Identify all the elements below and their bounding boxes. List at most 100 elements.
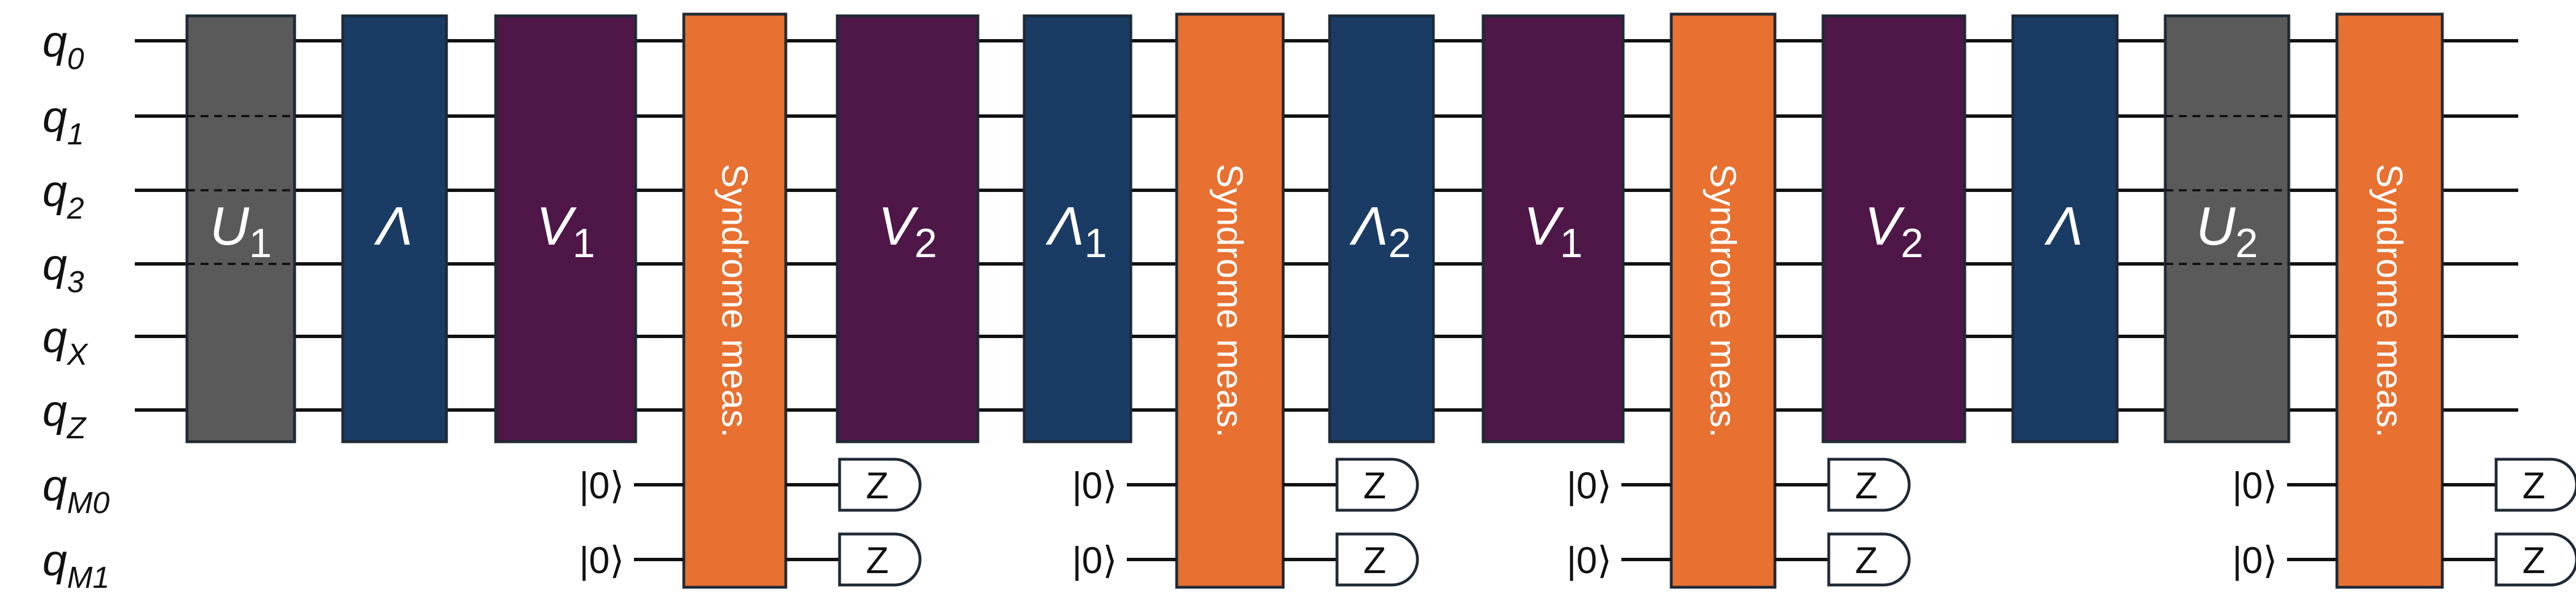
- syndrome-block: [682, 12, 787, 589]
- v-block: [494, 14, 637, 443]
- qubit-label-subscript: Z: [66, 411, 87, 445]
- ancilla-init-ket: |0⟩: [579, 464, 624, 506]
- qubit-label-subscript: 0: [67, 42, 84, 76]
- gate-label-base: Λ: [373, 196, 412, 257]
- qubit-label-q2: q2: [42, 166, 84, 225]
- z-measurement-gate: [2494, 458, 2576, 512]
- gate-label-U1: U1: [210, 196, 271, 266]
- gate-Lambda1: Λ1: [1023, 14, 1132, 443]
- gate-label-Lambda-b: Λ: [2044, 196, 2083, 257]
- gate-label-Lambda-a: Λ: [373, 196, 412, 257]
- gate-label-base: V: [1523, 196, 1564, 257]
- syndrome-block: [2335, 12, 2444, 589]
- gate-V1-b: V1: [1481, 14, 1625, 443]
- qubit-label-subscript: 3: [67, 265, 84, 299]
- qubit-label-qZ: qZ: [42, 386, 87, 445]
- lambda-block: [2011, 14, 2119, 443]
- z-measurement-label: Z: [866, 539, 888, 581]
- gate-label-subscript: 1: [1084, 221, 1107, 266]
- ancilla-init-ket: |0⟩: [2232, 539, 2277, 581]
- u-block: [185, 14, 296, 443]
- z-measurement-label: Z: [1363, 464, 1386, 506]
- gate-label-subscript: 2: [914, 221, 937, 266]
- v-block: [1481, 14, 1625, 443]
- gate-label-base: V: [878, 196, 919, 257]
- ancilla-init-ket: |0⟩: [1566, 539, 1612, 581]
- qubit-label-base: q: [42, 16, 67, 66]
- z-measurement-gate: [1827, 532, 1911, 587]
- gate-label-subscript: 2: [1901, 221, 1923, 266]
- gate-syn-3: Syndrome meas. |0⟩ Z |0⟩ Z: [1566, 12, 1911, 589]
- z-measurement-gate: [838, 532, 922, 587]
- gate-syn-1: Syndrome meas. |0⟩ Z |0⟩ Z: [579, 12, 922, 589]
- syndrome-label: Syndrome meas.: [714, 164, 755, 438]
- qubit-label-base: q: [42, 312, 67, 362]
- gate-syn-2: Syndrome meas.|0⟩Z|0⟩Z: [1072, 12, 1419, 589]
- syndrome-block: [1670, 12, 1777, 589]
- lambda-block: [1328, 14, 1435, 443]
- qubit-label-subscript: 2: [66, 191, 84, 225]
- qubit-label-base: q: [42, 460, 67, 510]
- gate-V1-a: V1: [494, 14, 637, 443]
- z-measurement-gate: [1335, 458, 1419, 512]
- gate-label-base: Λ: [1349, 196, 1388, 257]
- gate-label-V1-a: V1: [536, 196, 595, 266]
- gate-V2-b: V2: [1821, 14, 1966, 443]
- qubit-label-qM0: qM0: [42, 460, 109, 520]
- gate-label-base: V: [1864, 196, 1905, 257]
- gate-label-base: V: [536, 196, 577, 257]
- z-measurement-label: Z: [1855, 464, 1877, 506]
- syndrome-label: Syndrome meas.: [2369, 164, 2410, 438]
- qubit-label-base: q: [42, 535, 67, 585]
- gate-Lambda2: Λ2: [1328, 14, 1435, 443]
- gate-syn-4: Syndrome meas.|0⟩Z|0⟩Z: [2232, 12, 2576, 589]
- gate-label-base: Λ: [2044, 196, 2083, 257]
- gate-label-V2-b: V2: [1864, 196, 1923, 266]
- syndrome-label: Syndrome meas.: [1703, 164, 1744, 438]
- qubit-label-subscript: 1: [67, 117, 84, 151]
- ancilla-init-ket: |0⟩: [1566, 464, 1612, 506]
- v-block: [1821, 14, 1966, 443]
- gate-label-subscript: 1: [572, 221, 595, 266]
- lambda-block: [341, 14, 448, 443]
- gate-label-subscript: 2: [2236, 221, 2258, 266]
- gate-label-base: U: [2196, 196, 2236, 257]
- qubit-label-base: q: [42, 92, 67, 142]
- qubit-label-q3: q3: [42, 240, 84, 299]
- syndrome-block: [1175, 12, 1285, 589]
- z-measurement-label: Z: [1363, 539, 1386, 581]
- v-block: [836, 14, 980, 443]
- gate-label-Lambda2: Λ2: [1349, 196, 1411, 266]
- qubit-label-base: q: [42, 240, 67, 289]
- gate-label-subscript: 1: [1560, 221, 1582, 266]
- ancilla-init-ket: |0⟩: [579, 539, 624, 581]
- lambda-block: [1023, 14, 1132, 443]
- qubit-label-qM1: qM1: [42, 535, 109, 595]
- qubit-label-subscript: M1: [67, 561, 109, 595]
- z-measurement-gate: [2494, 532, 2576, 587]
- qubit-label-q0: q0: [42, 16, 84, 76]
- z-measurement-gate: [1827, 458, 1911, 512]
- z-measurement-label: Z: [2522, 539, 2545, 581]
- gate-Lambda-a: Λ: [341, 14, 448, 443]
- gate-label-subscript: 2: [1388, 221, 1411, 266]
- ancilla-init-ket: |0⟩: [2232, 464, 2277, 506]
- gate-Lambda-b: Λ: [2011, 14, 2119, 443]
- gate-label-subscript: 1: [249, 221, 272, 266]
- z-measurement-gate: [838, 458, 922, 512]
- syndrome-label: Syndrome meas.: [1210, 164, 1250, 438]
- gate-U2: U2: [2164, 14, 2290, 443]
- z-measurement-label: Z: [866, 464, 888, 506]
- gate-label-base: U: [210, 196, 249, 257]
- qubit-label-q1: q1: [42, 92, 84, 151]
- gate-label-U2: U2: [2196, 196, 2258, 266]
- gate-label-V1-b: V1: [1523, 196, 1582, 266]
- z-measurement-label: Z: [1855, 539, 1877, 581]
- qubit-label-subscript: M0: [67, 486, 109, 520]
- qubit-label-base: q: [42, 166, 67, 216]
- gate-label-V2-a: V2: [878, 196, 937, 266]
- qubit-label-qX: qX: [42, 312, 88, 371]
